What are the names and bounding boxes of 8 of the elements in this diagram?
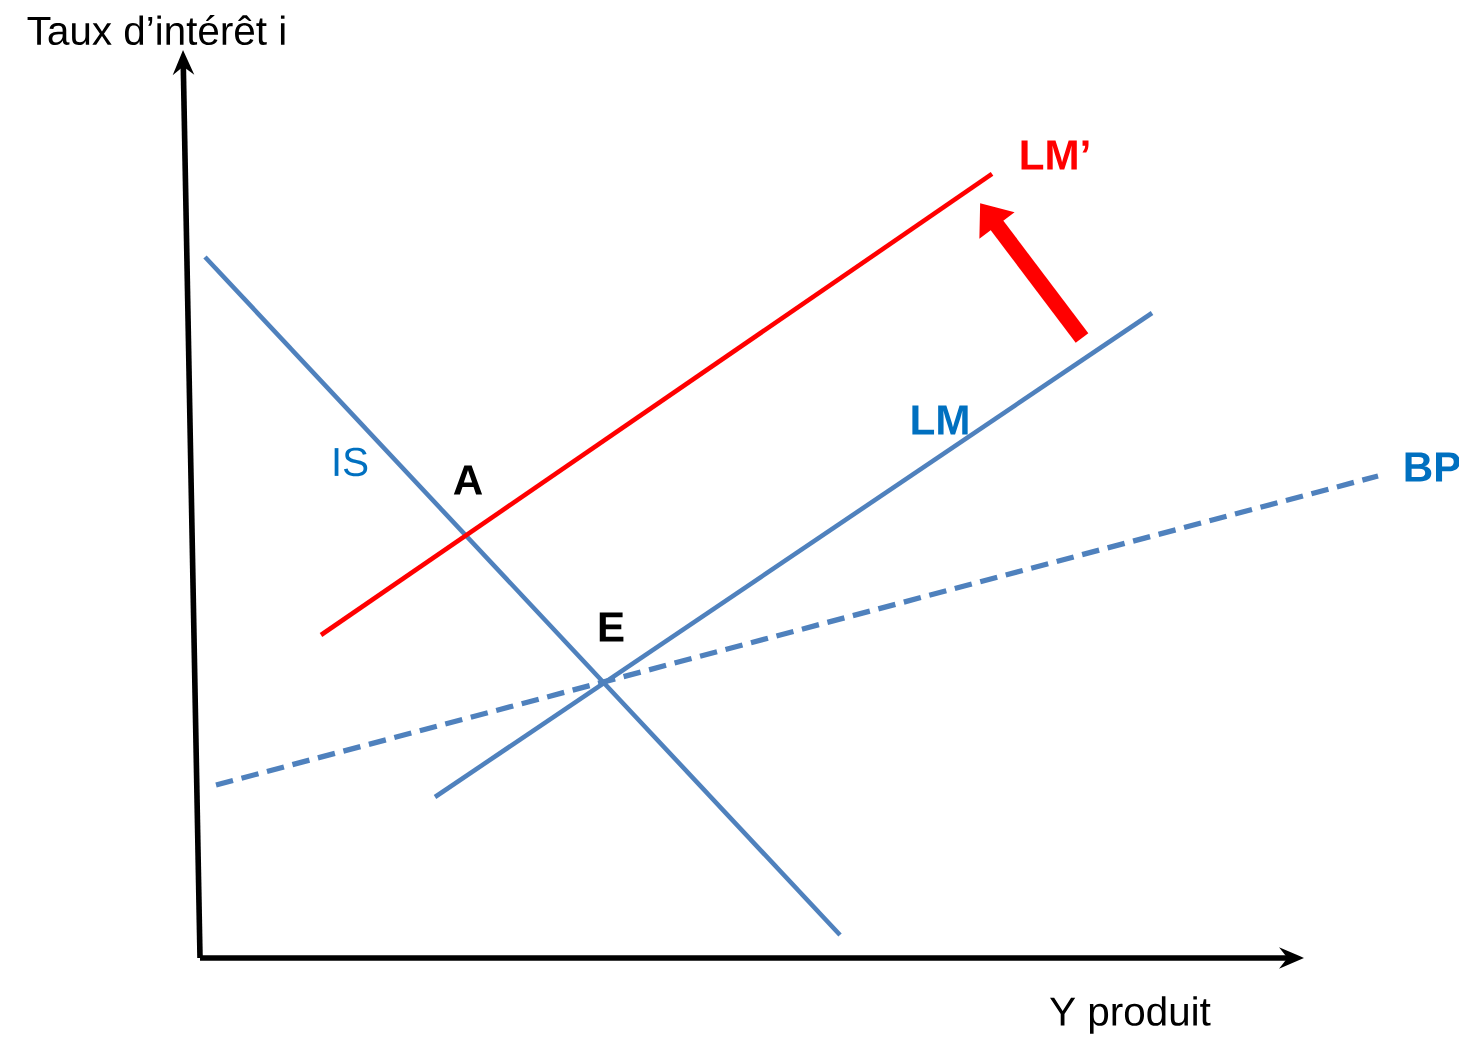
curve-label: IS <box>334 447 368 477</box>
axis-label: Y produit <box>1050 996 1211 1034</box>
axis-label: Taux d’intérêt i <box>27 14 285 46</box>
point-label: A <box>453 465 483 495</box>
point-label: E <box>599 612 624 642</box>
curve-label: LM’ <box>1021 140 1089 170</box>
curve-label: LM <box>912 405 968 435</box>
curve-label: BP <box>1405 452 1459 482</box>
